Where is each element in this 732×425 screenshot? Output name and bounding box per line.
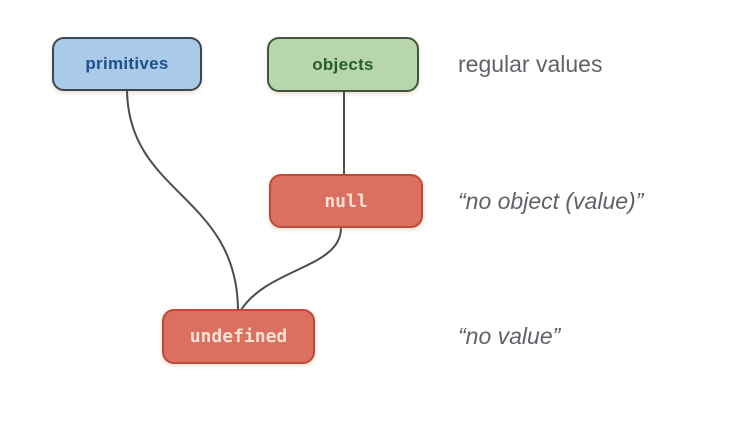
node-undefined: undefined <box>162 309 315 364</box>
annotation-no-object-value: “no object (value)” <box>458 187 644 214</box>
edge-primitives-undefined <box>126 90 239 311</box>
node-primitives: primitives <box>52 37 202 91</box>
edge-null-undefined <box>240 227 342 311</box>
annotation-regular-values: regular values <box>458 50 603 77</box>
annotation-no-value: “no value” <box>458 323 561 349</box>
node-objects: objects <box>267 37 419 92</box>
node-null: null <box>269 174 423 228</box>
